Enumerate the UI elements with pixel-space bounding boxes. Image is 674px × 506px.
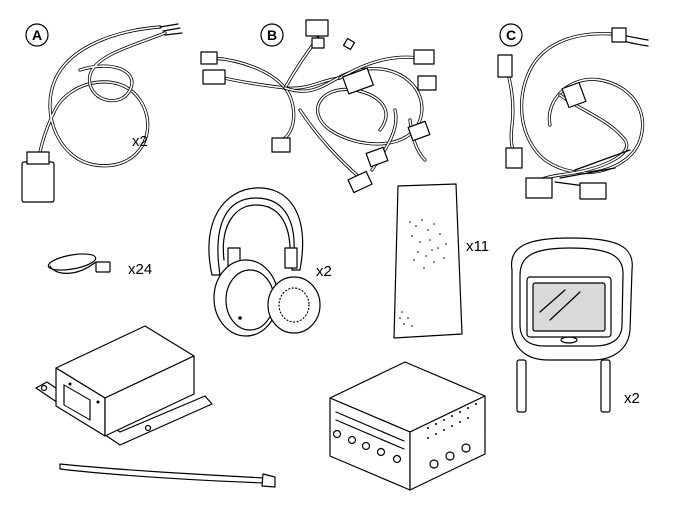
dvd-jack-1 [429,459,439,469]
cable-tie-small: x24 [47,253,152,278]
module-side [104,355,195,437]
headrest-monitors-quantity: x2 [624,390,640,407]
harness-a-wires [36,23,183,168]
harness-c-wires [503,32,649,189]
headrest-post-right [600,359,611,413]
control-module [35,325,213,446]
foam-pad-texture [399,219,447,327]
headrest-control [560,336,578,344]
foam-pads-quantity: x11 [466,238,489,255]
cable-tie-long [59,463,276,488]
harness-c: C [497,23,649,200]
harness-a-connector-neck [26,151,50,165]
harness-a: A x2 [21,23,183,203]
callout-c-label: C [506,27,516,43]
callout-b-label: B [267,27,277,43]
wireless-headphones: x2 [208,187,332,337]
headrest-post-left [516,359,527,413]
headrest-monitor: x2 [510,237,640,413]
harness-a-connector [21,161,55,203]
dvd-jack-2 [445,451,455,461]
dvd-player [329,361,486,491]
mounting-bracket [35,381,213,446]
dvd-eject-button [332,429,342,439]
foam-pad: x11 [393,183,489,339]
callout-c-circle [499,23,523,47]
callout-a-circle [25,23,49,47]
cable-tie-head [95,261,111,273]
harness-c-connectors [497,27,627,200]
module-port [63,384,91,421]
callout-b-circle [260,23,284,47]
callout-a-label: A [32,27,42,43]
dvd-jack-3 [461,443,471,453]
harness-a-quantity: x2 [132,133,148,150]
headrest-screen [532,282,606,332]
dvd-side [409,395,486,491]
earcup-right-pad [267,276,321,334]
cable-ties-quantity: x24 [128,261,152,278]
cable-tie-long-head [261,473,276,488]
harness-b-wires [211,36,427,180]
harness-b-connectors [200,19,437,194]
headphones-quantity: x2 [316,263,332,280]
harness-b: B [200,19,437,194]
